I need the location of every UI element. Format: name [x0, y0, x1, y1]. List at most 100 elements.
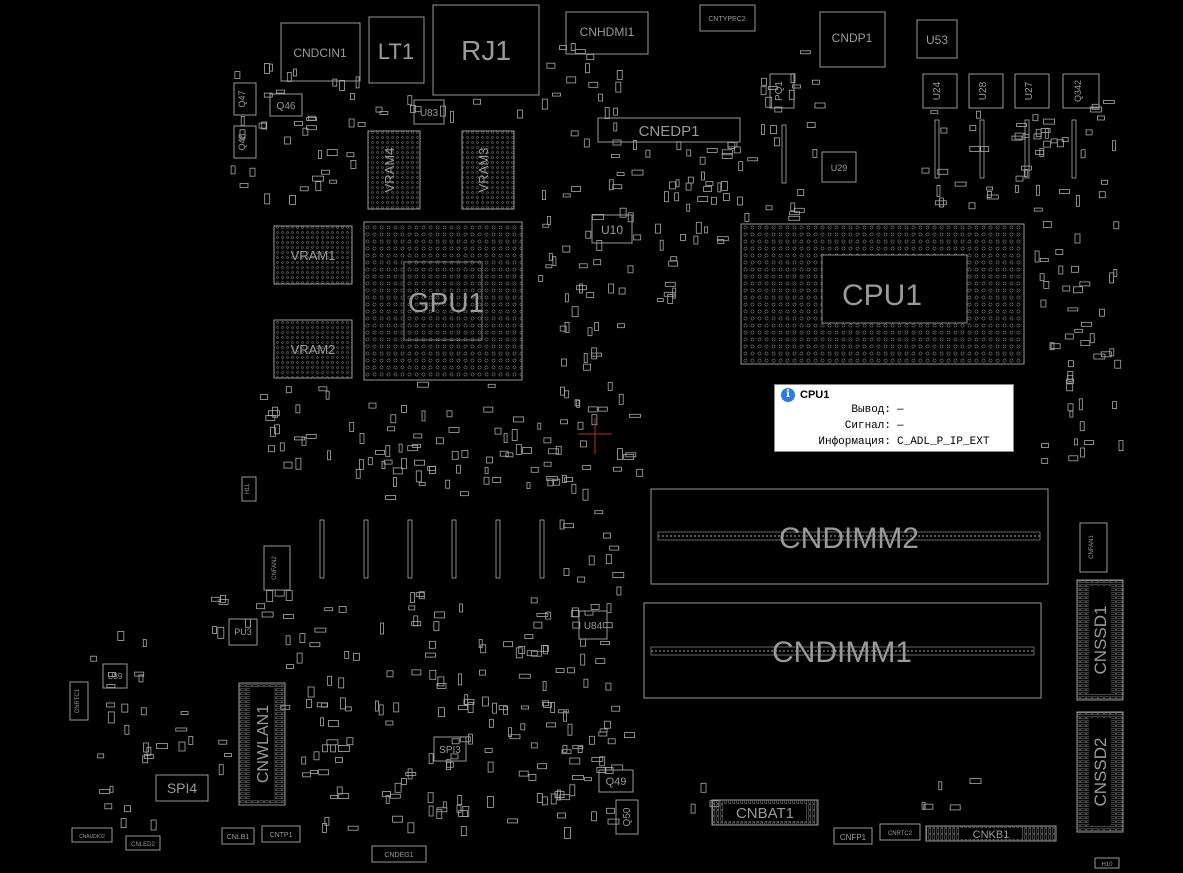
- label-cnssd1: CNSSD1: [1091, 606, 1110, 675]
- component-q342[interactable]: Q342: [1062, 73, 1100, 109]
- label-cnfp1: CNFP1: [840, 833, 867, 842]
- label-vram4: VRAM4: [382, 148, 397, 193]
- label-spi3: SPI3: [439, 745, 461, 756]
- label-cndp1: CNDP1: [832, 31, 873, 45]
- hole-h11[interactable]: H11: [241, 476, 257, 502]
- label-u83: U83: [420, 108, 439, 119]
- connector-cnfan2[interactable]: CNFAN2: [263, 545, 291, 591]
- chip-u10[interactable]: U10: [591, 214, 633, 244]
- chip-pu3[interactable]: PU3: [228, 618, 258, 646]
- chip-u24[interactable]: U24: [922, 73, 958, 109]
- tooltip-key-pin: Вывод:: [851, 404, 891, 416]
- component-q50[interactable]: Q50: [615, 799, 639, 835]
- chip-u89[interactable]: U89: [102, 663, 128, 689]
- label-cnwlan1: CNWLAN1: [255, 705, 272, 783]
- label-q342: Q342: [1073, 80, 1083, 102]
- chip-u84[interactable]: U84: [578, 610, 608, 640]
- chip-u27[interactable]: U27: [1014, 73, 1050, 109]
- chip-gpu1[interactable]: GPU1: [363, 221, 523, 381]
- label-cpu1: CPU1: [842, 279, 922, 312]
- label-rj1: RJ1: [461, 35, 511, 66]
- label-cnbat1: CNBAT1: [736, 805, 794, 822]
- connector-cnfp1[interactable]: CNFP1: [833, 827, 873, 845]
- connector-cntp1[interactable]: CNTP1: [261, 825, 301, 843]
- connector-cndimm2[interactable]: CNDIMM2: [650, 488, 1049, 585]
- tooltip-value-pin: —: [897, 404, 904, 416]
- passive-components: [90, 43, 1124, 839]
- connector-cndp1[interactable]: CNDP1: [819, 11, 886, 68]
- chip-u28[interactable]: U28: [968, 73, 1004, 109]
- tooltip-row-pin: Вывод: —: [775, 404, 1009, 416]
- memory-vram3[interactable]: VRAM3: [461, 130, 515, 210]
- label-pq1: PQ1: [774, 81, 785, 101]
- tooltip-value-info: C_ADL_P_IP_EXT: [897, 436, 990, 448]
- label-h11: H11: [245, 483, 251, 494]
- label-q48: Q48: [237, 133, 247, 150]
- connector-cnfan1[interactable]: CNFAN1: [1079, 522, 1108, 573]
- chip-u83[interactable]: U83: [413, 99, 445, 125]
- component-q49[interactable]: Q49: [598, 769, 634, 793]
- label-vram3: VRAM3: [476, 148, 491, 193]
- label-u24: U24: [932, 81, 943, 100]
- label-cnaudio2: CNAUDIO2: [79, 834, 105, 840]
- label-cnlb1: CNLB1: [227, 834, 250, 841]
- connector-cndeg1[interactable]: CNDEG1: [371, 845, 427, 863]
- component-lt1[interactable]: LT1: [368, 16, 425, 84]
- connector-cnhdmi1[interactable]: CNHDMI1: [565, 11, 649, 55]
- memory-vram2[interactable]: VRAM2: [273, 319, 353, 379]
- connector-cnled2[interactable]: CNLED2: [125, 835, 161, 851]
- connector-cndcin1[interactable]: CNDCIN1: [280, 22, 361, 82]
- label-cndcin1: CNDCIN1: [293, 46, 347, 60]
- chip-u53[interactable]: U53: [916, 19, 958, 59]
- connector-cndimm1[interactable]: CNDIMM1: [643, 602, 1042, 699]
- flash-spi3[interactable]: SPI3: [433, 736, 467, 762]
- connector-cnrtc1[interactable]: CNRTC1: [69, 681, 89, 721]
- label-q49: Q49: [606, 776, 627, 788]
- tooltip-key-signal: Сигнал:: [844, 420, 891, 432]
- connector-cnssd1[interactable]: CNSSD1: [1076, 579, 1124, 701]
- label-q46: Q46: [277, 101, 296, 112]
- connector-cnssd2[interactable]: CNSSD2: [1076, 711, 1124, 833]
- component-q48[interactable]: Q48: [233, 125, 257, 159]
- connector-cntypec2[interactable]: CNTYPEC2: [699, 4, 756, 32]
- connector-rj1[interactable]: RJ1: [432, 4, 540, 96]
- component-pq1[interactable]: PQ1: [769, 73, 795, 109]
- connector-cnlb1[interactable]: CNLB1: [221, 827, 255, 845]
- label-q50: Q50: [622, 807, 633, 826]
- label-cnrtc2: CNRTC2: [888, 831, 913, 837]
- chip-cpu1[interactable]: CPU1: [740, 223, 1025, 365]
- label-vram1: VRAM1: [291, 248, 336, 263]
- label-cndimm2: CNDIMM2: [779, 522, 919, 555]
- tooltip-row-signal: Сигнал: —: [775, 420, 1009, 432]
- crosshair-cursor: [578, 418, 612, 454]
- memory-vram1[interactable]: VRAM1: [273, 225, 353, 285]
- label-spi4: SPI4: [167, 780, 198, 796]
- connector-cnkb1[interactable]: CNKB1: [925, 825, 1057, 842]
- tooltip-value-signal: —: [897, 420, 904, 432]
- label-u10: U10: [601, 223, 623, 237]
- connector-cnrtc2[interactable]: CNRTC2: [879, 823, 921, 841]
- component-q46[interactable]: Q46: [269, 93, 303, 117]
- label-h10: H10: [1101, 862, 1113, 868]
- label-vram2: VRAM2: [291, 342, 336, 357]
- tooltip-key-info: Информация:: [818, 436, 891, 448]
- label-cnkb1: CNKB1: [973, 829, 1010, 841]
- tooltip-title: CPU1: [800, 389, 830, 401]
- connector-cnwlan1[interactable]: CNWLAN1: [238, 682, 286, 806]
- hole-h10[interactable]: H10: [1094, 857, 1120, 869]
- memory-vram4[interactable]: VRAM4: [367, 130, 421, 210]
- label-u84: U84: [584, 621, 603, 632]
- label-cndeg1: CNDEG1: [384, 852, 413, 859]
- connector-cnbat1[interactable]: CNBAT1: [711, 799, 819, 826]
- flash-spi4[interactable]: SPI4: [155, 774, 209, 802]
- connector-cnedp1[interactable]: CNEDP1: [597, 117, 741, 143]
- label-lt1: LT1: [378, 39, 414, 64]
- connector-cnaudio2[interactable]: CNAUDIO2: [71, 827, 113, 843]
- label-cntp1: CNTP1: [270, 832, 293, 839]
- label-cntypec2: CNTYPEC2: [708, 16, 745, 23]
- label-u29: U29: [831, 163, 848, 173]
- chip-u29[interactable]: U29: [821, 151, 857, 183]
- component-q47[interactable]: Q47: [233, 82, 257, 116]
- label-cnssd2: CNSSD2: [1091, 738, 1110, 807]
